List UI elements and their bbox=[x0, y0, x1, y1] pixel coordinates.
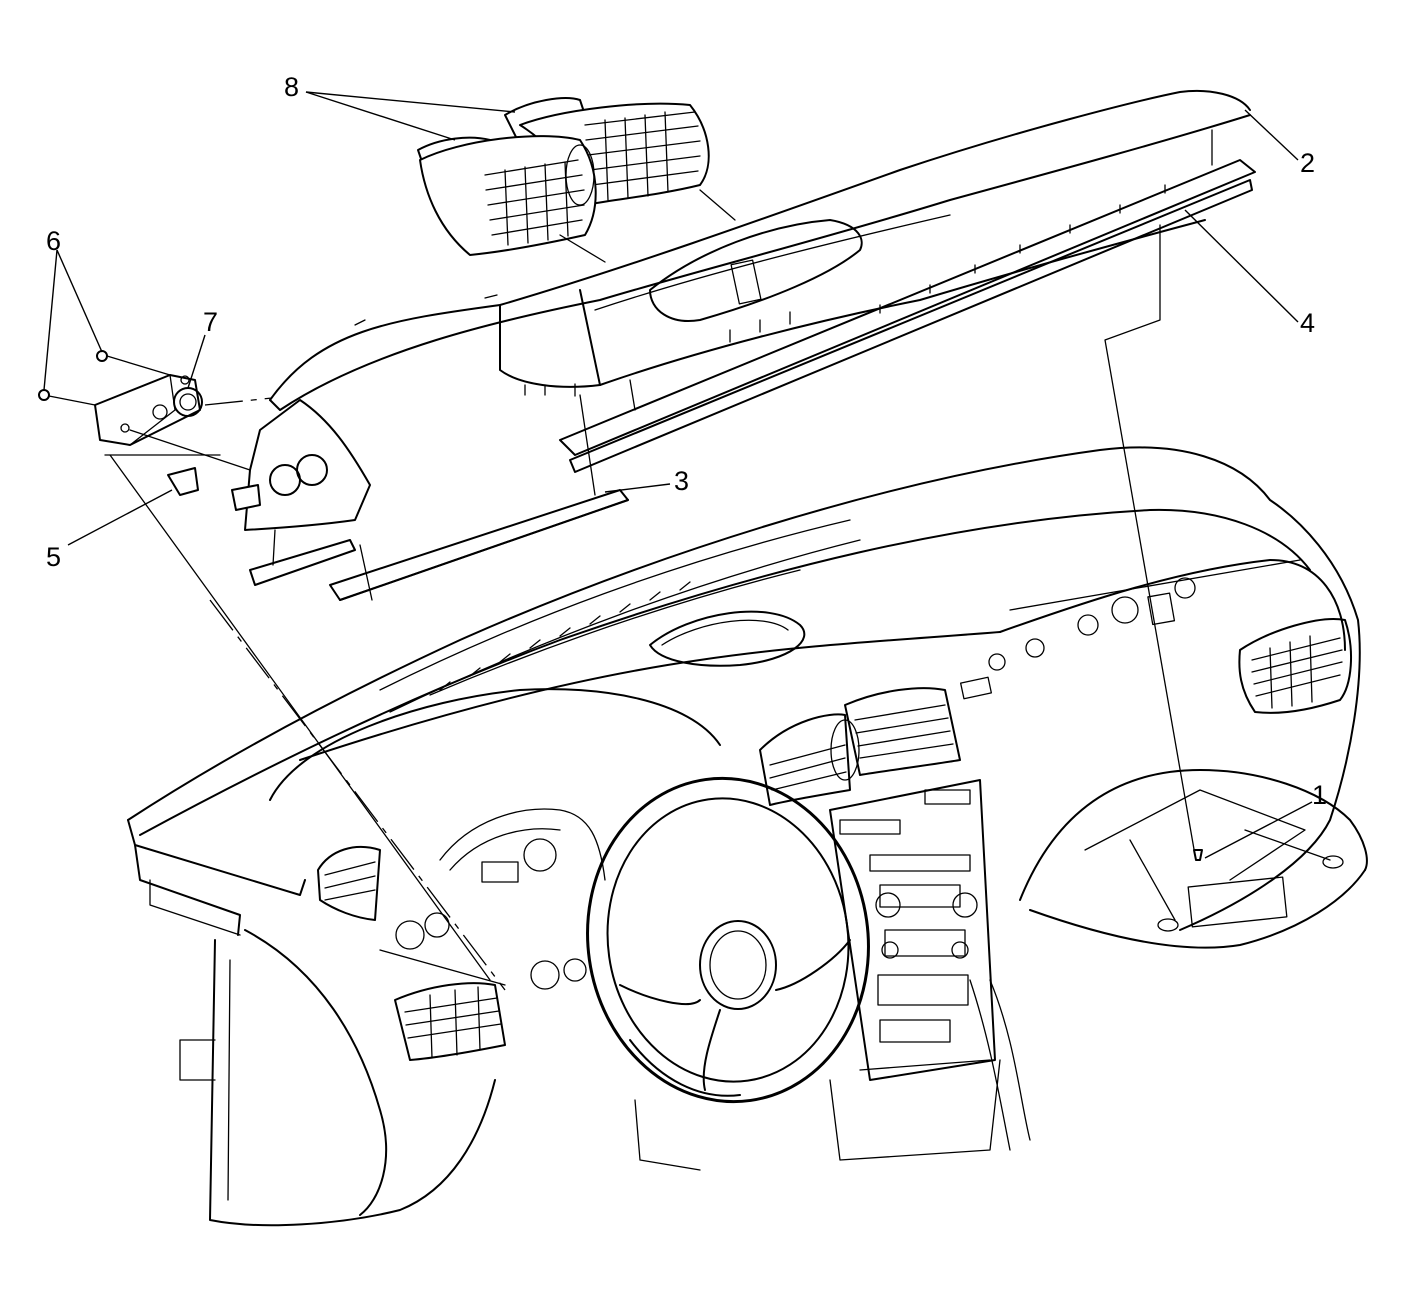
left-lower-air-vent bbox=[394, 982, 506, 1061]
upper-trim-panel bbox=[234, 89, 1251, 531]
callout-7: 7 bbox=[203, 307, 218, 337]
center-control-stack bbox=[829, 779, 996, 1081]
fastener-screw-lower bbox=[38, 389, 96, 406]
windshield-seal-strip bbox=[249, 489, 629, 601]
callout-4: 4 bbox=[1300, 308, 1315, 338]
callout-5: 5 bbox=[46, 542, 61, 572]
defroster-grille-strip bbox=[559, 159, 1256, 473]
right-side-air-vent bbox=[1238, 618, 1353, 714]
center-air-vents bbox=[759, 687, 961, 806]
assembly-lines bbox=[104, 129, 1213, 991]
callout-8: 8 bbox=[284, 72, 299, 102]
callout-1: 1 bbox=[1312, 780, 1327, 810]
retaining-screw bbox=[1193, 849, 1203, 861]
callout-labels: 1 2 3 4 5 6 7 8 bbox=[46, 72, 1327, 810]
fastener-screw-upper bbox=[96, 350, 171, 376]
air-outlet-ducts bbox=[417, 97, 710, 256]
retaining-clip bbox=[167, 467, 261, 511]
callout-6: 6 bbox=[46, 226, 61, 256]
callout-3: 3 bbox=[674, 466, 689, 496]
sensor-module bbox=[94, 374, 203, 446]
left-side-air-vent bbox=[317, 845, 381, 921]
callout-2: 2 bbox=[1300, 148, 1315, 178]
leader-lines bbox=[43, 91, 1313, 859]
instrument-panel bbox=[127, 446, 1368, 1227]
steering-wheel bbox=[586, 776, 870, 1171]
